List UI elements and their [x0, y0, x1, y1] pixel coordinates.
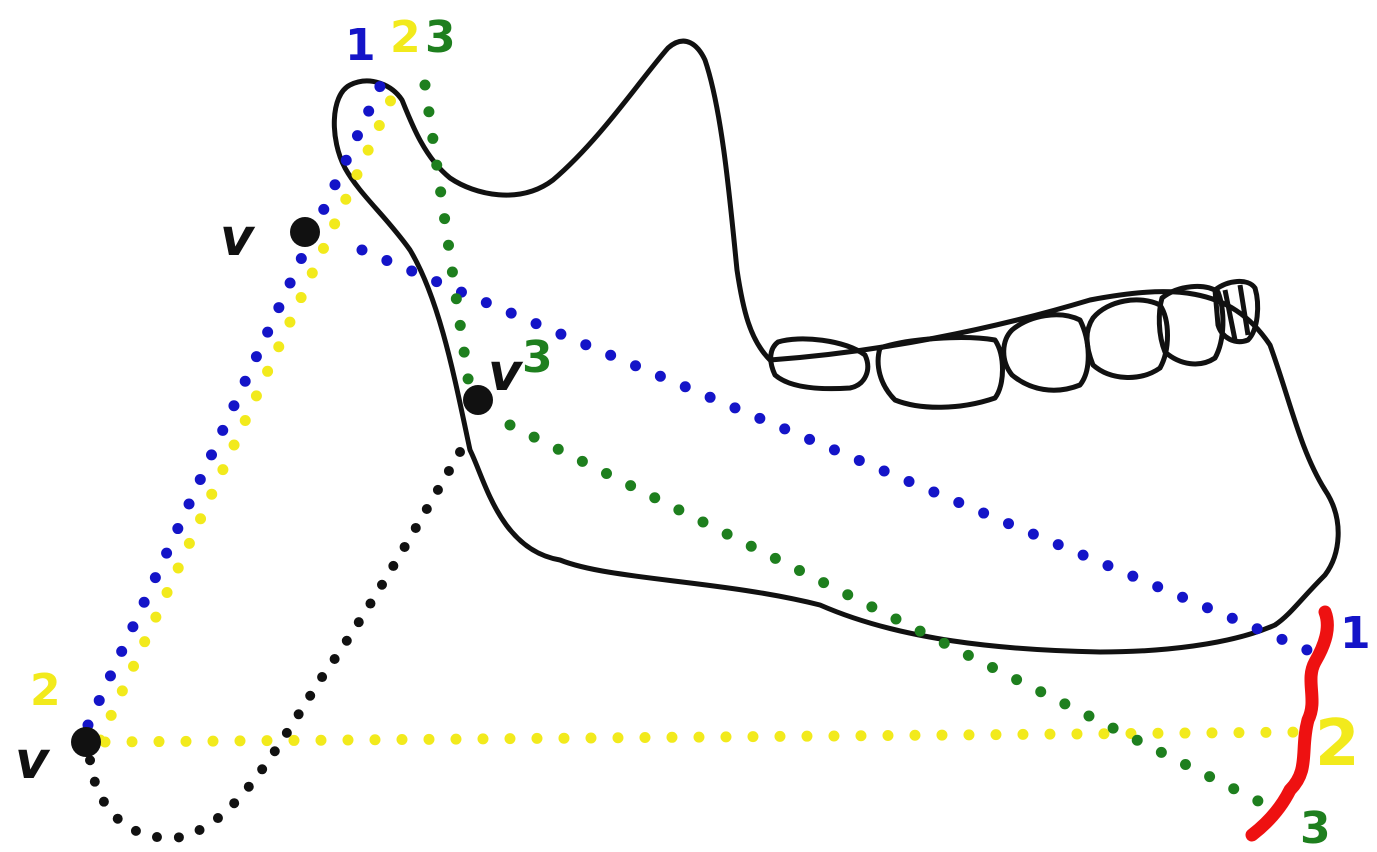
landmark-dot-mid: [463, 385, 493, 415]
label-left-2: 2: [30, 665, 61, 716]
landmark-dot-lower: [71, 727, 101, 757]
line-1-blue: [82, 76, 1318, 731]
label-v-mid: v: [488, 343, 524, 403]
label-right-2: 2: [1315, 707, 1360, 781]
chin-mark: [1245, 605, 1334, 842]
molar-teeth: [768, 279, 1261, 410]
label-v-lower: v: [15, 731, 51, 791]
line-3-green: [419, 79, 1278, 814]
label-top-3: 3: [425, 12, 456, 63]
label-top-2: 2: [390, 12, 421, 63]
label-v-upper: v: [220, 208, 256, 268]
line-2-yellow: [94, 74, 1318, 748]
label-mid-3: 3: [522, 332, 553, 383]
mandible-outline: [331, 38, 1341, 655]
landmark-dot-upper: [290, 217, 320, 247]
label-right-1: 1: [1340, 608, 1371, 659]
label-top-1: 1: [345, 20, 376, 71]
label-right-3: 3: [1300, 803, 1331, 852]
